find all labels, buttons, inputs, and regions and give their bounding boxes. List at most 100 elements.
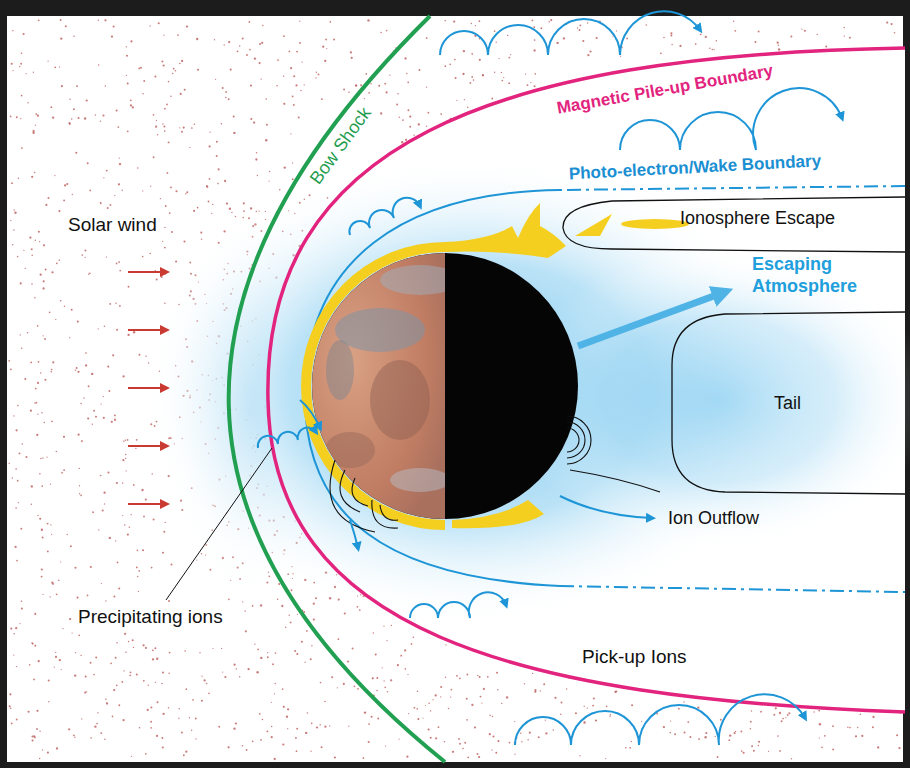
particle-dot bbox=[184, 650, 186, 652]
particle-dot bbox=[173, 68, 175, 70]
particle-dot bbox=[281, 605, 283, 607]
particle-dot bbox=[194, 124, 196, 126]
particle-dot bbox=[348, 726, 349, 727]
particle-dot bbox=[142, 549, 144, 551]
particle-dot bbox=[58, 210, 60, 212]
particle-dot bbox=[545, 732, 547, 734]
particle-dot bbox=[151, 567, 153, 569]
particle-dot bbox=[209, 132, 210, 133]
particle-dot bbox=[66, 183, 68, 185]
particle-dot bbox=[582, 40, 584, 42]
particle-dot bbox=[79, 468, 80, 469]
particle-dot bbox=[51, 420, 53, 422]
particle-dot bbox=[284, 166, 286, 168]
particle-dot bbox=[849, 37, 851, 39]
particle-dot bbox=[384, 83, 386, 85]
particle-dot bbox=[471, 53, 473, 55]
particle-dot bbox=[149, 253, 151, 255]
particle-dot bbox=[107, 366, 109, 368]
particle-dot bbox=[641, 721, 642, 722]
particle-dot bbox=[592, 705, 594, 707]
particle-dot bbox=[137, 167, 139, 169]
particle-dot bbox=[678, 708, 680, 710]
particle-dot bbox=[148, 685, 149, 686]
particle-dot bbox=[563, 37, 565, 39]
particle-dot bbox=[577, 27, 578, 28]
particle-dot bbox=[481, 702, 482, 703]
particle-dot bbox=[54, 175, 55, 176]
particle-dot bbox=[819, 723, 821, 725]
particle-dot bbox=[20, 528, 22, 530]
particle-dot bbox=[122, 482, 123, 483]
particle-dot bbox=[790, 36, 792, 38]
particle-dot bbox=[68, 122, 70, 124]
particle-dot bbox=[540, 27, 542, 29]
particle-dot bbox=[67, 534, 68, 535]
particle-dot bbox=[151, 473, 152, 474]
particle-dot bbox=[477, 675, 478, 676]
particle-dot bbox=[368, 723, 370, 725]
particle-dot bbox=[492, 735, 494, 737]
particle-dot bbox=[203, 679, 205, 681]
particle-dot bbox=[458, 738, 460, 740]
particle-dot bbox=[717, 756, 719, 758]
particle-dot bbox=[14, 212, 16, 214]
particle-dot bbox=[242, 745, 244, 747]
particle-dot bbox=[683, 731, 685, 733]
particle-dot bbox=[324, 726, 326, 728]
particle-dot bbox=[777, 42, 779, 44]
particle-dot bbox=[143, 516, 145, 518]
particle-dot bbox=[589, 50, 591, 52]
particle-dot bbox=[142, 644, 144, 646]
particle-dot bbox=[42, 749, 43, 750]
particle-dot bbox=[376, 690, 378, 692]
particle-dot bbox=[322, 46, 324, 48]
particle-dot bbox=[540, 690, 541, 691]
particle-dot bbox=[165, 205, 167, 207]
particle-dot bbox=[791, 758, 792, 759]
particle-dot bbox=[449, 64, 451, 66]
particle-dot bbox=[233, 664, 235, 666]
particle-dot bbox=[45, 269, 47, 271]
particle-dot bbox=[244, 610, 245, 611]
particle-dot bbox=[163, 35, 164, 36]
particle-dot bbox=[90, 737, 92, 739]
particle-dot bbox=[156, 279, 158, 281]
particle-dot bbox=[663, 726, 665, 728]
particle-dot bbox=[275, 683, 276, 684]
particle-dot bbox=[237, 50, 239, 52]
particle-dot bbox=[459, 743, 461, 745]
particle-dot bbox=[253, 121, 255, 123]
particle-dot bbox=[10, 220, 11, 221]
particle-dot bbox=[311, 645, 312, 646]
particle-dot bbox=[36, 402, 38, 404]
particle-dot bbox=[741, 750, 743, 752]
particle-dot bbox=[59, 259, 61, 261]
particle-dot bbox=[37, 414, 38, 415]
particle-dot bbox=[61, 669, 62, 670]
particle-dot bbox=[362, 757, 364, 759]
particle-dot bbox=[55, 652, 56, 653]
particle-dot bbox=[506, 696, 508, 698]
particle-dot bbox=[269, 171, 270, 172]
particle-dot bbox=[440, 686, 442, 688]
particle-dot bbox=[105, 85, 106, 86]
particle-dot bbox=[199, 652, 200, 653]
particle-dot bbox=[87, 162, 89, 164]
particle-dot bbox=[195, 718, 197, 720]
particle-dot bbox=[122, 515, 123, 516]
particle-dot bbox=[315, 77, 316, 78]
particle-dot bbox=[123, 670, 124, 671]
particle-dot bbox=[397, 664, 399, 666]
particle-dot bbox=[20, 63, 22, 65]
particle-dot bbox=[149, 25, 150, 26]
particle-dot bbox=[283, 706, 285, 708]
particle-dot bbox=[414, 707, 416, 709]
particle-dot bbox=[383, 680, 384, 681]
particle-dot bbox=[324, 701, 326, 703]
particle-dot bbox=[229, 208, 231, 210]
particle-dot bbox=[246, 54, 248, 56]
particle-dot bbox=[193, 210, 195, 212]
particle-dot bbox=[466, 719, 468, 721]
particle-dot bbox=[68, 728, 70, 730]
